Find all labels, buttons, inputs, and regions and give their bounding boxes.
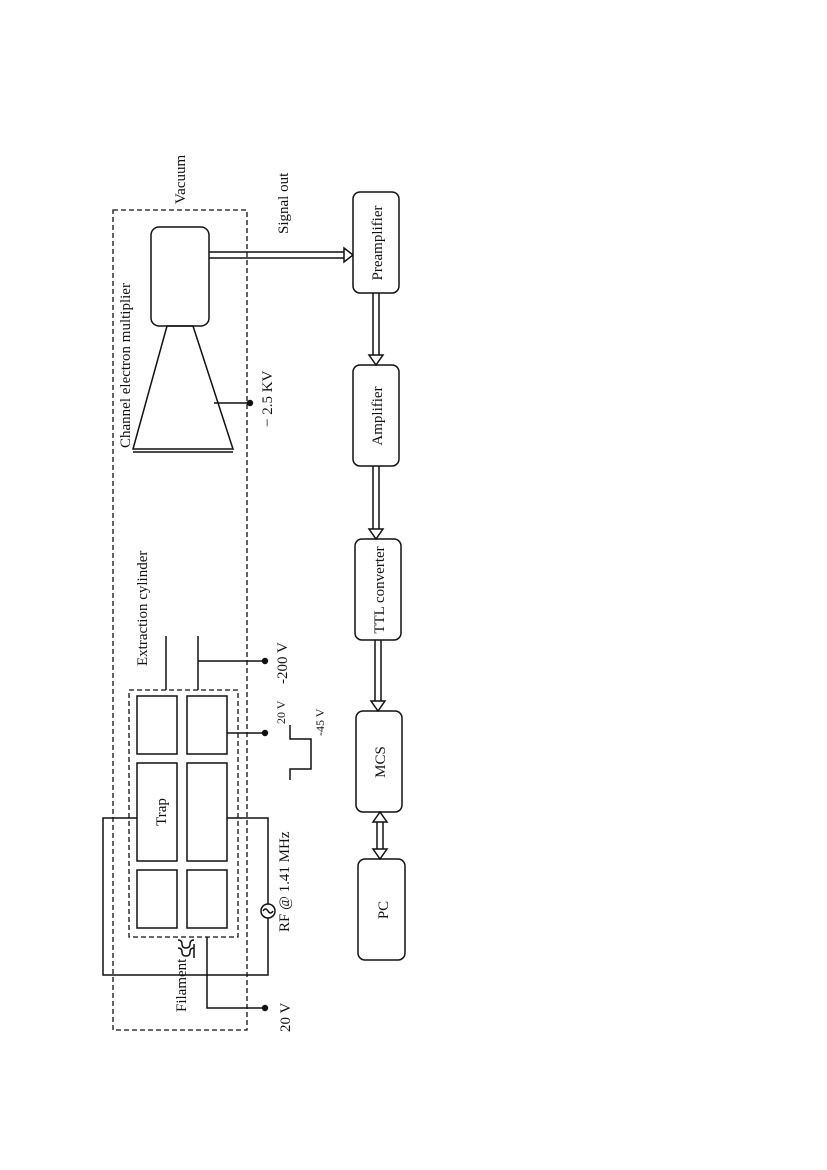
pc-block bbox=[357, 858, 406, 961]
trap-electrode-6 bbox=[186, 869, 228, 929]
arrow-mcs-pc-bidirectional bbox=[371, 810, 389, 861]
cem-cone bbox=[132, 325, 235, 450]
rf-label: RF @ 1.41 MHz bbox=[277, 831, 293, 932]
mcs-block bbox=[355, 710, 403, 813]
preamplifier-label: Preamplifier bbox=[370, 206, 386, 281]
vacuum-label: Vacuum bbox=[173, 155, 189, 204]
filament-coil-icon bbox=[177, 939, 195, 958]
trap-electrode-4 bbox=[186, 762, 228, 862]
preamplifier-block bbox=[352, 191, 400, 294]
mcs-label: MCS bbox=[373, 746, 389, 778]
pulse-terminal bbox=[261, 729, 269, 737]
pulse-low-label: -45 V bbox=[313, 708, 327, 736]
trap-enclosure bbox=[128, 689, 239, 938]
hv-terminal bbox=[246, 399, 254, 407]
trap-electrode-5 bbox=[136, 869, 178, 929]
trap-electrode-2 bbox=[186, 695, 228, 755]
amplifier-label: Amplifier bbox=[370, 386, 386, 445]
minus200-terminal bbox=[261, 657, 269, 665]
cem-body bbox=[150, 226, 210, 327]
filament-label: Filament bbox=[174, 958, 190, 1012]
arrow-preamp-amp bbox=[367, 293, 385, 367]
ttl-converter-block bbox=[354, 538, 402, 641]
signal-out-label: Signal out bbox=[276, 172, 292, 234]
pulse-high-label: 20 V bbox=[274, 700, 288, 724]
arrow-ttl-mcs bbox=[369, 640, 387, 713]
pc-label: PC bbox=[376, 901, 392, 919]
v20-label: 20 V bbox=[278, 1003, 294, 1032]
cem-label: Channel electron multiplier bbox=[118, 283, 134, 448]
vacuum-enclosure bbox=[112, 209, 248, 1031]
trap-electrode-3 bbox=[136, 762, 178, 862]
minus200-label: -200 V bbox=[275, 642, 291, 684]
v20-terminal bbox=[261, 1004, 269, 1012]
ttl-converter-label: TTL converter bbox=[372, 546, 388, 633]
pulse-waveform bbox=[289, 725, 312, 780]
trap-label: Trap bbox=[154, 798, 170, 826]
extraction-label: Extraction cylinder bbox=[135, 551, 151, 666]
arrow-amp-ttl bbox=[367, 466, 385, 541]
trap-electrode-1 bbox=[136, 695, 178, 755]
hv-label: − 2.5 KV bbox=[260, 370, 276, 427]
